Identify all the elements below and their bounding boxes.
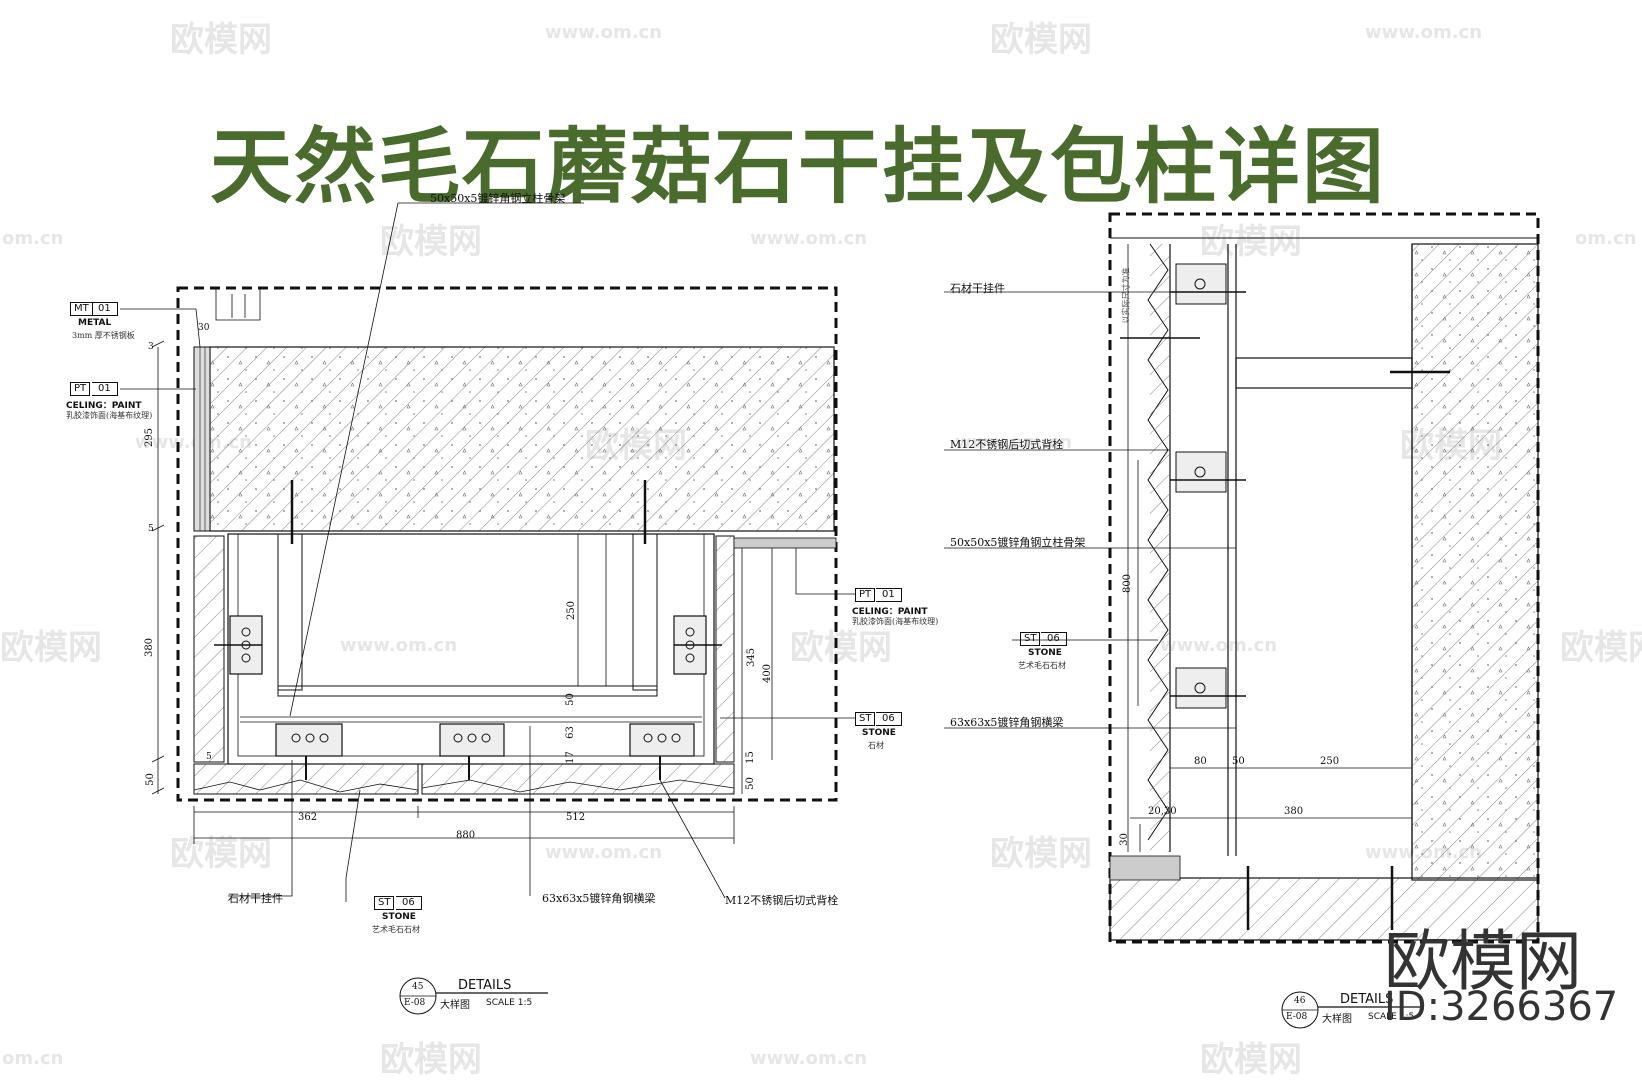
right-detail-circle-bottom: E-08 [1286,1012,1308,1022]
right-dim-2030: 20,30 [1148,806,1177,817]
watermark: 欧模网 [1560,628,1642,668]
watermark: 欧模网 [380,222,482,262]
st-tag-bottom-desc: 艺术毛石石材 [372,925,420,934]
watermark-url: www.om.cn [1365,22,1483,43]
dim-50r: 50 [744,777,756,790]
right-detail-title: DETAILS [1340,992,1394,1007]
right-vertical-note: 以实际尺寸为准 [1121,267,1131,324]
detail-circle-bottom: E-08 [404,998,426,1008]
dim-50: 50 [144,773,156,786]
label-bolt: M12不锈钢后切式背栓 [725,894,839,907]
watermark: 欧模网 [990,834,1092,874]
metal-cladding [193,346,211,532]
right-st-tag-code: ST [1020,632,1041,646]
pt-tag-right-name: CELING：PAINT [852,607,928,617]
watermark-url: www.om.cn [1160,635,1278,656]
mt-tag-desc: 3mm 厚不锈钢板 [72,331,135,340]
right-detail [944,212,1540,1029]
right-dim-380: 380 [1284,806,1304,817]
dim-17: 17 [564,751,576,764]
mt-tag-num: 01 [92,302,118,316]
st-tag-right-code: ST [855,712,876,726]
page-title: 天然毛石蘑菇石干挂及包柱详图 [210,120,1387,215]
watermark-url: www.om.cn [750,228,868,249]
label-beam: 63x63x5镀锌角钢横梁 [542,892,656,905]
watermark-url: om.cn [2,1048,64,1069]
watermark-url: www.om.cn [340,635,458,656]
mt-tag-name: METAL [78,318,112,328]
pt-tag-right-num: 01 [876,588,902,602]
right-label-hanger: 石材干挂件 [950,282,1005,295]
left-detail [120,202,855,1015]
dim-512: 512 [566,812,586,823]
right-label-beam: 63x63x5镀锌角钢横梁 [950,716,1064,729]
st-tag-right-name: STONE [862,728,896,738]
mt-tag-code: MT [70,302,93,316]
brand-name: 欧模网 [1384,923,1582,1000]
pt-tag-num: 01 [92,382,118,396]
right-detail-scale: SCALE 1:5 [1368,1012,1415,1022]
watermark-url: www.om.cn [955,432,1073,453]
brand-id: ID:3266367 [1384,984,1619,1030]
right-dim-250: 250 [1320,756,1340,767]
dim-295: 295 [144,427,156,448]
watermark-url: www.om.cn [750,1048,868,1069]
dim-15: 15 [744,751,756,764]
detail-circle-top: 45 [412,982,424,992]
callout-column-frame: 50x50x5镀锌角钢立柱骨架 [430,192,566,205]
right-st-tag-desc: 艺术毛石石材 [1018,661,1066,670]
right-label-column: 50x50x5镀锌角钢立柱骨架 [950,536,1086,549]
dim-362: 362 [298,812,318,823]
dim-400: 400 [762,663,774,684]
watermark: 欧模网 [1200,222,1302,262]
right-detail-sub: 大样图 [1322,1014,1352,1025]
watermark: 欧模网 [790,628,892,668]
dim-880: 880 [456,830,476,841]
pt-tag-name: CELING：PAINT [66,401,142,411]
watermark: 欧模网 [170,834,272,874]
dim-250: 250 [566,600,578,621]
watermark-url: om.cn [1575,228,1637,249]
watermark: 欧模网 [380,1040,482,1080]
watermark-url: www.om.cn [545,842,663,863]
watermark: 欧模网 [0,628,102,668]
st-tag-bottom-num: 06 [396,896,422,910]
dim-5r: 5 [206,752,212,762]
right-dim-80: 80 [1194,756,1207,767]
pt-tag-right-code: PT [855,588,876,602]
right-st-tag-name: STONE [1028,648,1062,658]
right-dim-30: 30 [1118,833,1130,846]
st-tag-right-desc: 石材 [868,741,884,750]
dim-50b: 50 [564,693,576,706]
right-dim-800: 800 [1122,573,1134,594]
dim-345: 345 [746,647,758,668]
right-st-tag-num: 06 [1041,632,1067,646]
right-dim-50: 50 [1232,756,1245,767]
pt-tag-right-desc: 乳胶漆饰面(海基布纹理) [852,617,939,626]
detail-sub: 大样图 [440,1000,470,1011]
dim-3: 3 [148,342,154,352]
detail-title: DETAILS [458,978,512,993]
label-stone-hanger: 石材干挂件 [228,892,283,905]
pt-tag-desc: 乳胶漆饰面(海基布纹理) [66,411,153,420]
st-tag-bottom-code: ST [374,896,395,910]
dim-63: 63 [564,726,576,739]
dim-5: 5 [148,524,154,534]
st-tag-bottom-name: STONE [382,912,416,922]
pt-tag-code: PT [70,382,91,396]
right-detail-circle-top: 46 [1294,996,1306,1006]
watermark-url: www.om.cn [545,22,663,43]
watermark: 欧模网 [170,20,272,60]
dim-30: 30 [198,323,210,333]
right-label-bolt: M12不锈钢后切式背栓 [950,438,1064,451]
watermark-url: om.cn [2,228,64,249]
watermark: 欧模网 [990,20,1092,60]
detail-scale: SCALE 1:5 [486,998,533,1008]
dim-380: 380 [144,637,156,658]
st-tag-right-num: 06 [876,712,902,726]
watermark: 欧模网 [1200,1040,1302,1080]
